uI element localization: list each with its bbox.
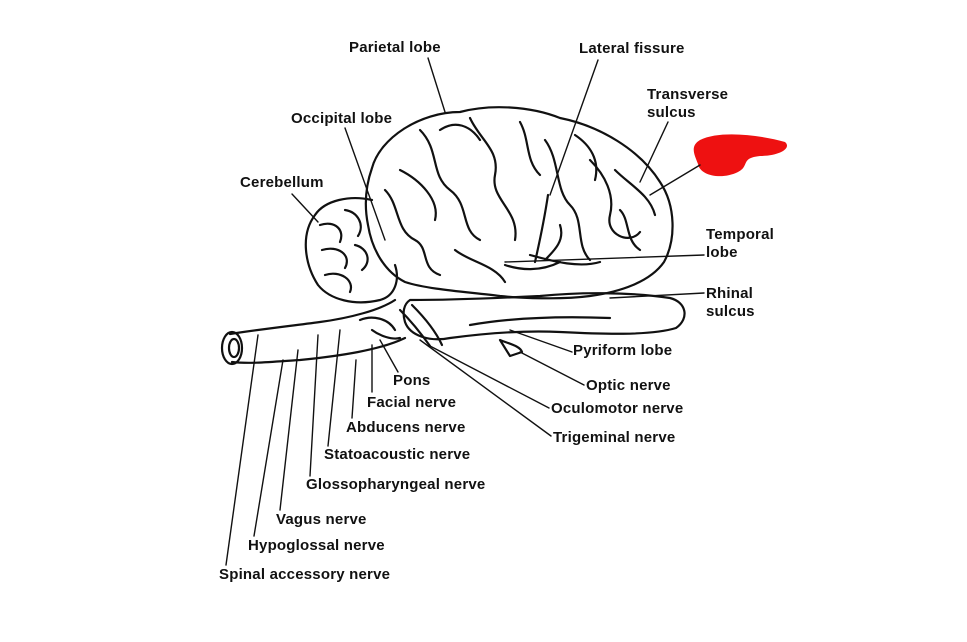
leader-line-hypoglossal (253, 359, 284, 537)
label-vagus-nerve: Vagus nerve (276, 511, 367, 528)
gyrus-line (468, 116, 517, 242)
cerebellum-outline (304, 197, 398, 304)
leader-line-spinal-accessory (225, 334, 259, 566)
label-rhinal-sulcus: Rhinal sulcus (706, 285, 755, 320)
leader-line-optic (519, 351, 585, 386)
brainstem-outline (228, 298, 397, 336)
gyrus-line (383, 188, 442, 277)
leader-line-temporal (504, 254, 705, 263)
leader-line-cerebellum (291, 193, 319, 223)
gyrus-line (543, 138, 592, 262)
nerve-root (398, 308, 432, 348)
label-occipital-lobe: Occipital lobe (291, 110, 393, 127)
leader-line-red-mark (649, 164, 701, 196)
pyriform-outline (402, 292, 686, 341)
label-abducens-nerve: Abducens nerve (346, 419, 466, 436)
label-pons: Pons (393, 372, 431, 389)
gyrus-line (573, 133, 598, 182)
gyrus-line (543, 223, 563, 262)
label-glossopharyngeal-nerve: Glossopharyngeal nerve (306, 476, 486, 493)
spinal-cord-inner (227, 337, 241, 359)
gyrus-line (588, 158, 642, 239)
label-transverse-sulcus: Transverse sulcus (647, 86, 729, 121)
gyrus-line (398, 168, 437, 222)
olfactory-groove (468, 316, 612, 327)
leader-line-lateral-fissure (549, 59, 599, 196)
gyrus-line (438, 123, 482, 142)
cerebrum-outline (364, 106, 674, 300)
leader-line-transverse-sulcus (639, 121, 669, 183)
label-spinal-accessory-nerve: Spinal accessory nerve (219, 566, 391, 583)
gyrus-line (618, 208, 642, 252)
leader-line-oculomotor (429, 345, 550, 409)
label-cerebellum: Cerebellum (240, 174, 324, 191)
optic-chiasm (498, 338, 524, 358)
label-oculomotor-nerve: Oculomotor nerve (551, 400, 684, 417)
nerve-root (410, 303, 444, 347)
lateral-fissure-groove (533, 193, 550, 264)
pons-detail (358, 316, 402, 340)
cerebellum-folia (318, 208, 369, 294)
label-statoacoustic-nerve: Statoacoustic nerve (324, 446, 471, 463)
red-highlight-mark (693, 134, 788, 177)
leader-line-pons (379, 339, 399, 373)
gyrus-line (418, 128, 482, 242)
label-optic-nerve: Optic nerve (586, 377, 671, 394)
gyrus-line (453, 248, 507, 284)
gyrus-line (518, 120, 542, 177)
leader-line-pyriform (509, 329, 573, 353)
leader-line-abducens (351, 359, 357, 419)
gyrus-line (503, 260, 562, 271)
label-parietal-lobe: Parietal lobe (349, 39, 441, 56)
leader-line-vagus (279, 349, 299, 511)
leader-line-trigeminal (419, 339, 552, 437)
label-temporal-lobe: Temporal lobe (706, 226, 775, 261)
label-facial-nerve: Facial nerve (367, 394, 457, 411)
gyrus-line (613, 168, 657, 217)
label-trigeminal-nerve: Trigeminal nerve (553, 429, 676, 446)
label-lateral-fissure: Lateral fissure (579, 40, 685, 57)
leader-line-statoacoustic (327, 329, 341, 447)
leader-line-parietal (427, 57, 446, 113)
leader-line-rhinal (609, 292, 705, 299)
spinal-cord-end (220, 330, 244, 366)
label-pyriform-lobe: Pyriform lobe (573, 342, 673, 359)
leader-line-glossopharyngeal (309, 334, 319, 477)
leader-line-occipital (344, 127, 386, 241)
label-hypoglossal-nerve: Hypoglossal nerve (248, 537, 385, 554)
brainstem-outline (230, 336, 407, 364)
